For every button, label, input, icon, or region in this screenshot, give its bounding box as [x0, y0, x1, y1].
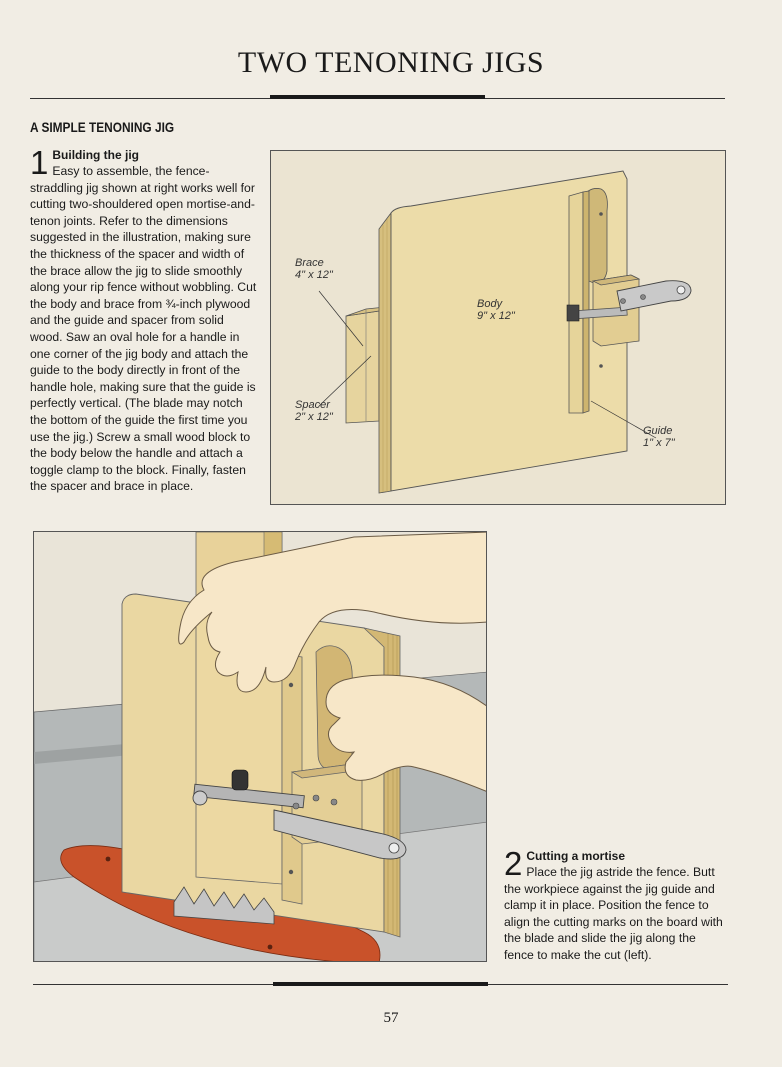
jig-illustration: Brace 4" x 12" Body 9" x 12" Spacer 2" x…	[270, 150, 726, 505]
step-2-block: 2 Cutting a mortise Place the jig astrid…	[504, 845, 728, 964]
mortise-cut-drawing	[34, 532, 486, 961]
step-1-block: 1 Building the jig Easy to assemble, the…	[30, 144, 258, 495]
guide-dimension: 1" x 7"	[643, 437, 675, 449]
jig-drawing	[318, 170, 692, 494]
page-number: 57	[383, 1010, 399, 1026]
step-2-body-end: .	[648, 947, 652, 962]
mortise-cut-illustration	[33, 531, 487, 962]
footer-rule-accent	[273, 982, 488, 986]
brace-name: Brace	[295, 257, 324, 269]
header-rule-accent	[270, 95, 485, 99]
page-title: TWO TENONING JIGS	[237, 46, 545, 79]
step-2-body: Place the jig astride the fence. Butt th…	[504, 865, 723, 962]
step-2-title: Cutting a mortise	[526, 849, 626, 863]
brace-dimension: 4" x 12"	[295, 269, 333, 281]
body-name: Body	[477, 298, 503, 310]
guide-label: Guide 1" x 7"	[643, 425, 675, 449]
guide-name: Guide	[643, 425, 673, 437]
step-2-body-italic: (left)	[623, 947, 649, 962]
spacer-name: Spacer	[295, 399, 330, 411]
step-1-number: 1	[30, 144, 49, 181]
body-dimension: 9" x 12"	[477, 310, 515, 322]
spacer-label: Spacer 2" x 12"	[295, 399, 333, 423]
spacer-dimension: 2" x 12"	[295, 411, 333, 423]
section-heading: A SIMPLE TENONING JIG	[30, 120, 175, 135]
step-2-number: 2	[504, 845, 523, 882]
step-1-title: Building the jig	[52, 148, 140, 162]
brace-label: Brace 4" x 12"	[295, 257, 333, 281]
body-label: Body 9" x 12"	[477, 298, 515, 322]
step-1-body: Easy to assemble, the fence-straddling j…	[30, 164, 257, 494]
